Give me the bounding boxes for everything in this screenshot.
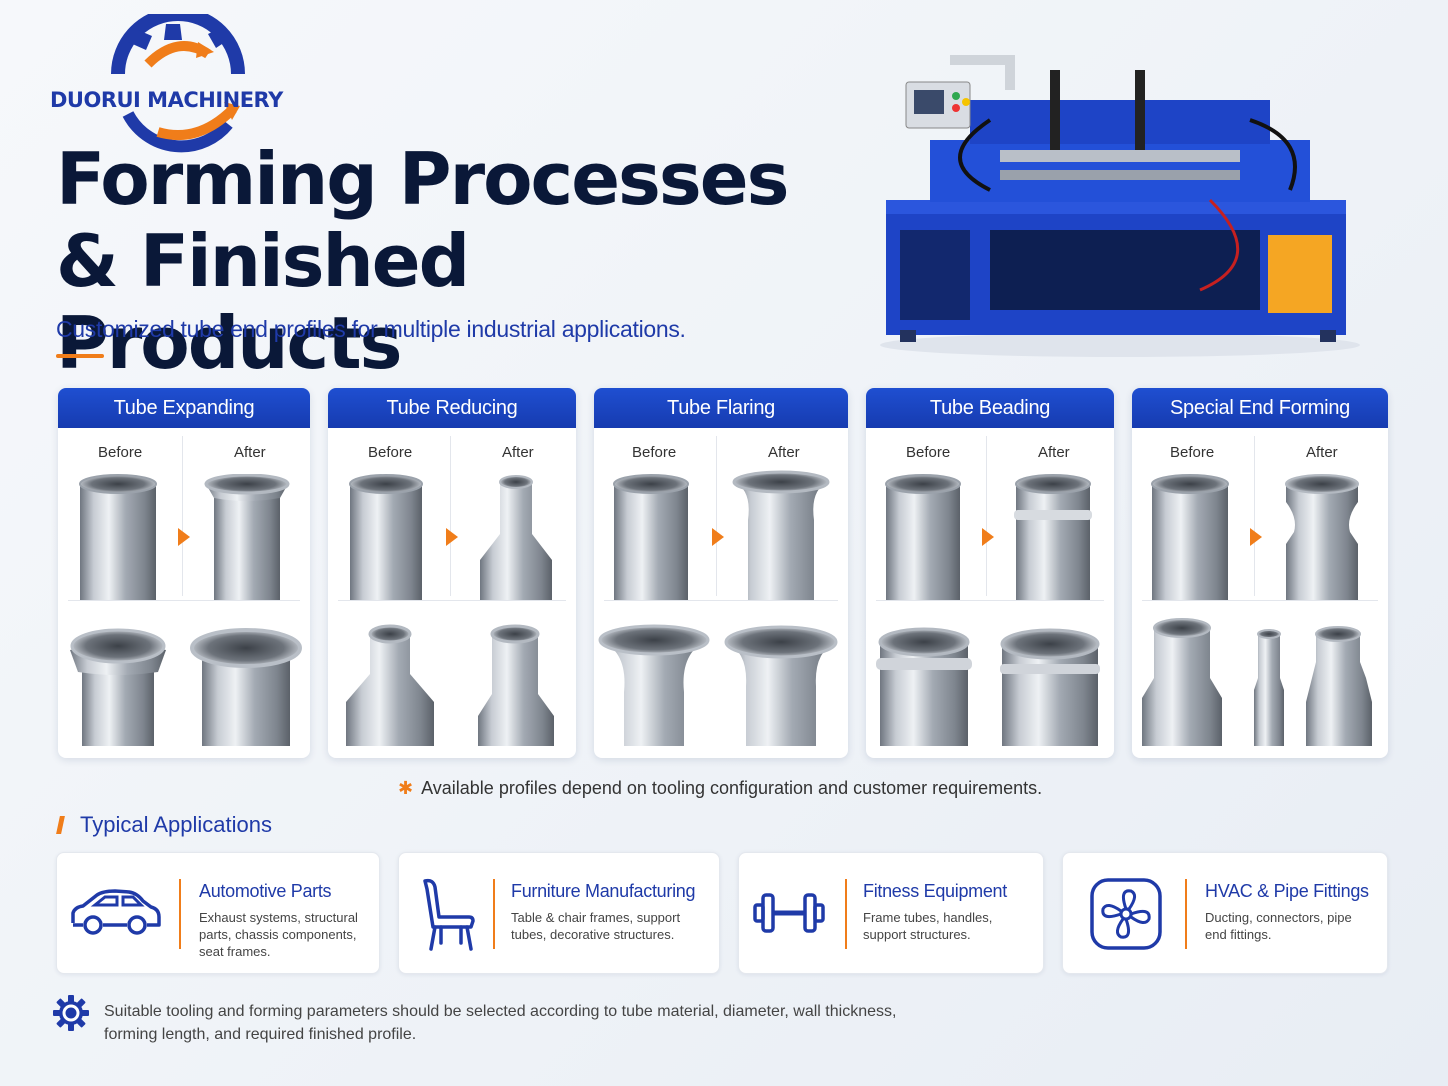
beaded-tube-sample-image — [876, 627, 972, 746]
before-label: Before — [1170, 444, 1215, 461]
arrow-right-icon — [446, 528, 458, 546]
chair-icon — [423, 878, 475, 951]
gear-logo-icon — [111, 7, 245, 153]
tube-after-image — [480, 475, 552, 600]
card-separator — [179, 879, 181, 949]
application-description: Exhaust systems, structural parts, chass… — [199, 910, 358, 959]
page-title: Forming Processes & Finished Products — [56, 137, 789, 385]
divider — [338, 600, 566, 601]
after-label: After — [1038, 444, 1070, 461]
tube-before-image — [1151, 474, 1229, 600]
after-label: After — [502, 444, 534, 461]
applications-heading: Typical Applications — [80, 812, 272, 837]
brand-name: DUORUI MACHINERY — [50, 88, 283, 112]
special-formed-tube-sample-image — [1142, 618, 1222, 746]
divider — [604, 600, 838, 601]
divider — [450, 436, 451, 596]
application-description: Ducting, connectors, pipe end fittings. — [1205, 910, 1352, 942]
divider — [986, 436, 987, 596]
brand-logo: DUORUI MACHINERY — [48, 7, 308, 164]
tube-after-image — [204, 474, 290, 600]
divider — [1254, 436, 1255, 596]
reduced-tube-sample-image — [346, 624, 434, 746]
reduced-tube-sample-image — [478, 624, 554, 746]
application-description: Frame tubes, handles, support structures… — [863, 910, 993, 942]
subtitle-underline — [56, 354, 104, 358]
before-label: Before — [368, 444, 413, 461]
section-accent-bar — [56, 816, 65, 834]
application-title: Furniture Manufacturing — [511, 881, 696, 901]
application-title: HVAC & Pipe Fittings — [1205, 881, 1369, 901]
after-label: After — [234, 444, 266, 461]
tube-after-image — [1014, 474, 1092, 600]
flared-tube-sample-image — [598, 624, 710, 746]
application-card-furniture: Furniture Manufacturing Table & chair fr… — [398, 852, 720, 974]
footer-note: Suitable tooling and forming parameters … — [104, 1003, 897, 1043]
expanded-tube-sample-image — [70, 628, 166, 746]
process-card-flaring: Tube Flaring Before After — [594, 388, 848, 758]
process-card-reducing: Tube Reducing Before After — [328, 388, 576, 758]
tube-before-image — [885, 474, 961, 600]
fan-icon — [1090, 878, 1162, 950]
before-label: Before — [98, 444, 143, 461]
gear-icon — [53, 995, 89, 1031]
tooling-note-text: Available profiles depend on tooling con… — [421, 778, 1043, 798]
process-card-special-end-forming: Special End Forming Before After — [1132, 388, 1388, 758]
tube-before-image — [613, 474, 689, 600]
card-separator — [845, 879, 847, 949]
after-label: After — [768, 444, 800, 461]
tooling-note: ✱ Available profiles depend on tooling co… — [398, 778, 1042, 799]
after-label: After — [1306, 444, 1338, 461]
application-card-fitness: Fitness Equipment Frame tubes, handles, … — [738, 852, 1044, 974]
special-formed-tube-sample-image — [1254, 629, 1284, 746]
divider — [182, 436, 183, 596]
tube-end-forming-machine-image — [880, 55, 1360, 357]
arrow-right-icon — [1250, 528, 1262, 546]
beaded-tube-sample-image — [1000, 628, 1100, 746]
process-title: Special End Forming — [1132, 388, 1388, 428]
application-card-automotive: Automotive Parts Exhaust systems, struct… — [56, 852, 380, 974]
tube-before-image — [349, 474, 423, 600]
divider — [68, 600, 300, 601]
divider — [1142, 600, 1378, 601]
application-title: Automotive Parts — [199, 881, 332, 901]
dumbbell-icon — [753, 893, 825, 933]
tube-before-image — [79, 474, 157, 600]
before-label: Before — [906, 444, 951, 461]
divider — [716, 436, 717, 596]
before-label: Before — [632, 444, 677, 461]
process-title: Tube Reducing — [328, 388, 576, 428]
tube-after-image — [732, 470, 830, 600]
application-card-hvac: HVAC & Pipe Fittings Ducting, connectors… — [1062, 852, 1388, 974]
card-separator — [1185, 879, 1187, 949]
card-separator — [493, 879, 495, 949]
divider — [876, 600, 1104, 601]
flared-tube-sample-image — [724, 625, 838, 746]
process-title: Tube Expanding — [58, 388, 310, 428]
asterisk-icon: ✱ — [398, 778, 414, 798]
special-formed-tube-sample-image — [1306, 626, 1372, 746]
process-card-beading: Tube Beading Before After — [866, 388, 1114, 758]
arrow-right-icon — [712, 528, 724, 546]
process-card-expanding: Tube Expanding Before After — [58, 388, 310, 758]
page-subtitle: Customized tube end profiles for multipl… — [56, 316, 686, 342]
process-cards: Tube Expanding Before After Tube Reducin… — [58, 388, 1388, 760]
arrow-right-icon — [982, 528, 994, 546]
arrow-right-icon — [178, 528, 190, 546]
expanded-tube-sample-image — [190, 628, 302, 746]
application-title: Fitness Equipment — [863, 881, 1007, 901]
application-description: Table & chair frames, support tubes, dec… — [511, 910, 681, 942]
process-title: Tube Beading — [866, 388, 1114, 428]
tube-after-image — [1285, 474, 1359, 600]
car-icon — [71, 889, 161, 935]
process-title: Tube Flaring — [594, 388, 848, 428]
